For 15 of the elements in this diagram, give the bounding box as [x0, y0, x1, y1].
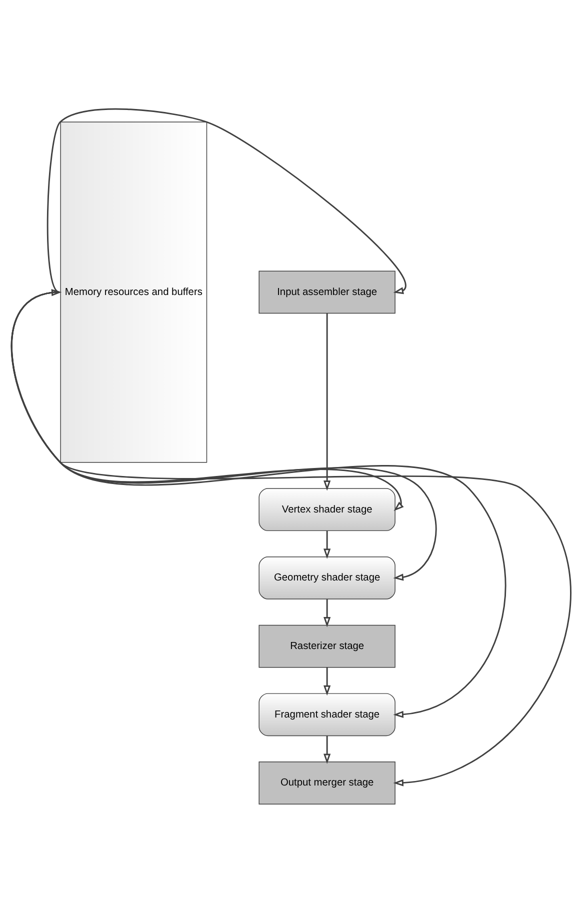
- node-box: Fragment shader stage: [258, 693, 396, 736]
- node-box: Memory resources and buffers: [60, 122, 208, 463]
- arrow: [324, 530, 331, 559]
- node-box: Geometry shader stage: [258, 556, 396, 600]
- node-box: Input assembler stage: [258, 270, 396, 314]
- arrow: [11, 291, 506, 718]
- arrow: [324, 313, 331, 491]
- arrow: [11, 289, 572, 786]
- node-box: Vertex shader stage: [258, 488, 396, 532]
- arrow: [324, 667, 331, 696]
- arrow: [46, 108, 406, 294]
- arrow: [324, 599, 331, 628]
- node-box: Rasterizer stage: [258, 624, 396, 668]
- node-box: Output merger stage: [258, 762, 396, 804]
- arrow: [324, 736, 331, 764]
